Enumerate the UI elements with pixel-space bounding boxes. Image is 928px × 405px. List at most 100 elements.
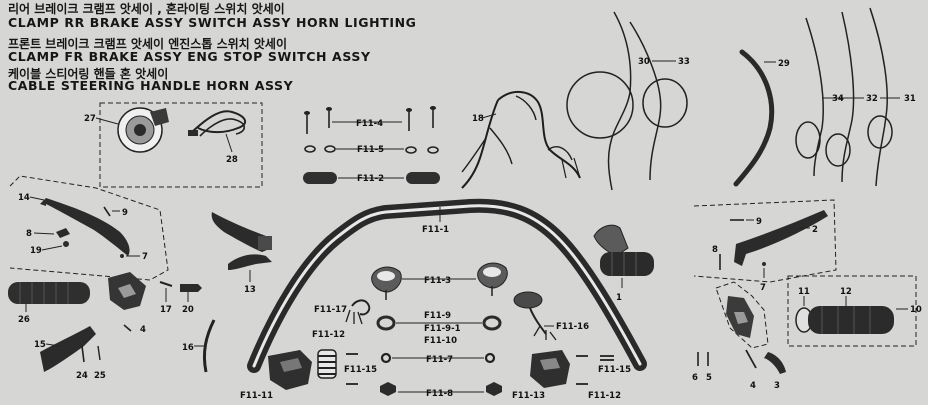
callout-f11-2: F11-2 — [357, 174, 384, 184]
clutch-lever-group: 13 — [211, 212, 272, 295]
cap-nut-part[interactable] — [380, 382, 502, 396]
callout-f11-11: F11-11 — [240, 391, 273, 401]
clutch-lever-part[interactable] — [211, 212, 272, 270]
callout-15: 15 — [34, 340, 46, 350]
lower-lever-part[interactable] — [40, 326, 96, 372]
bushings-group: F11-9 F11-9-1 F11-10 — [376, 311, 502, 346]
callout-11: 11 — [798, 287, 810, 297]
screws-group: F11-4 — [304, 106, 436, 134]
callout-9b: 9 — [756, 217, 762, 227]
cable-29-part[interactable] — [733, 49, 775, 187]
throttle-grip-part[interactable] — [593, 224, 654, 276]
callout-f11-10: F11-10 — [424, 336, 457, 346]
cable-33-part[interactable] — [629, 21, 688, 181]
bolt-long-part[interactable] — [380, 352, 496, 364]
clamp-part[interactable] — [371, 266, 402, 300]
washer-small-part[interactable] — [120, 254, 124, 258]
title-line-1: 리어 브레이크 크램프 앗세이 , 혼라이팅 스위치 앗세이 — [8, 2, 285, 16]
callout-32: 32 — [866, 94, 878, 104]
pin-right-bottom-part[interactable] — [745, 349, 757, 369]
callout-17: 17 — [160, 305, 172, 315]
callout-16: 16 — [182, 343, 194, 353]
washer-right-part[interactable] — [762, 262, 766, 266]
title-line-2: CLAMP RR BRAKE ASSY SWITCH ASSY HORN LIG… — [8, 15, 417, 30]
rear-brake-clamp-group: 9 2 8 7 — [693, 199, 837, 293]
plug-part[interactable] — [180, 284, 202, 292]
callout-f11-15a: F11-15 — [344, 365, 377, 375]
left-switch-body-part[interactable] — [268, 350, 312, 390]
lower-hardware-group: F11-11 F11-12 F11-15 F11-7 F11-8 — [240, 330, 631, 401]
callout-3: 3 — [774, 381, 780, 391]
horn-wire-part[interactable] — [188, 110, 247, 153]
callout-8a: 8 — [26, 229, 32, 239]
callout-10: 10 — [910, 305, 922, 315]
cable-16-part[interactable] — [202, 319, 216, 373]
spring-right-part[interactable] — [576, 355, 614, 385]
screw-part[interactable] — [430, 106, 436, 128]
cable-34-part[interactable] — [795, 17, 824, 177]
right-grip-part[interactable] — [795, 306, 894, 334]
right-switch-body-part[interactable] — [530, 350, 570, 388]
screw-small-part[interactable] — [159, 281, 173, 287]
callout-f11-5: F11-5 — [357, 145, 384, 155]
callout-14: 14 — [18, 193, 30, 203]
callout-12: 12 — [840, 287, 852, 297]
callout-18: 18 — [472, 114, 484, 124]
callout-24: 24 — [76, 371, 88, 381]
right-bracket-part[interactable] — [726, 296, 754, 338]
callout-f11-7: F11-7 — [426, 355, 453, 365]
pin-small-part[interactable] — [81, 345, 101, 363]
callout-26: 26 — [18, 315, 30, 325]
clamp-part[interactable] — [477, 262, 508, 296]
screw-part[interactable] — [406, 108, 412, 131]
callout-7a: 7 — [142, 252, 148, 262]
cable-30-part[interactable] — [566, 11, 634, 191]
cable-31-part[interactable] — [867, 7, 893, 187]
pin-part[interactable] — [103, 206, 111, 217]
title-line-6: CABLE STEERING HANDLE HORN ASSY — [8, 78, 294, 93]
callout-f11-13: F11-13 — [512, 391, 545, 401]
small-lever-part[interactable] — [764, 352, 786, 374]
callout-30: 30 — [638, 57, 650, 67]
spring-part[interactable] — [317, 349, 337, 379]
screw-mini-part[interactable] — [123, 324, 132, 332]
horn-assembly-group: 27 28 — [84, 102, 263, 188]
bushing-part[interactable] — [482, 315, 502, 331]
callout-33: 33 — [678, 57, 690, 67]
holder-part[interactable] — [303, 172, 337, 184]
callout-f11-12b: F11-12 — [588, 391, 621, 401]
title-line-4: CLAMP FR BRAKE ASSY ENG STOP SWITCH ASSY — [8, 49, 371, 64]
washer-part[interactable] — [324, 145, 336, 153]
left-switch-wire-part[interactable] — [345, 299, 371, 325]
front-brake-clamp-group: 14 9 8 19 7 — [9, 175, 169, 281]
washer-part[interactable] — [427, 146, 439, 154]
right-switch-wire-part[interactable] — [513, 291, 557, 341]
switch-housing-part[interactable] — [108, 272, 146, 310]
steering-handle-part[interactable] — [247, 198, 647, 373]
cable-32-part[interactable] — [825, 11, 855, 183]
right-grip-group: 11 12 10 — [787, 275, 922, 347]
washer-part[interactable] — [405, 146, 417, 154]
screw-part[interactable] — [326, 107, 332, 128]
callout-13: 13 — [244, 285, 256, 295]
grip-part[interactable] — [8, 282, 90, 304]
callout-f11-3: F11-3 — [424, 276, 451, 286]
callout-f11-9: F11-9 — [424, 311, 451, 321]
screw-part[interactable] — [304, 111, 310, 134]
screw-pair-part[interactable] — [346, 353, 358, 385]
holder-part[interactable] — [406, 172, 440, 184]
nut-part[interactable] — [63, 241, 69, 247]
bolt-part[interactable] — [56, 228, 70, 238]
screws-right-part[interactable] — [697, 352, 709, 366]
callout-f11-17: F11-17 — [314, 305, 347, 315]
washer-part[interactable] — [304, 145, 316, 153]
callout-4b: 4 — [750, 381, 756, 391]
bushing-part[interactable] — [376, 315, 396, 331]
rear-brake-lever-part[interactable] — [734, 210, 828, 266]
callout-f11-16: F11-16 — [556, 322, 589, 332]
callout-f11-8: F11-8 — [426, 389, 453, 399]
horn-part[interactable] — [117, 107, 169, 153]
brake-lever-part[interactable] — [40, 198, 130, 256]
callout-f11-12a: F11-12 — [312, 330, 345, 340]
wire-harness-part[interactable] — [461, 91, 581, 189]
